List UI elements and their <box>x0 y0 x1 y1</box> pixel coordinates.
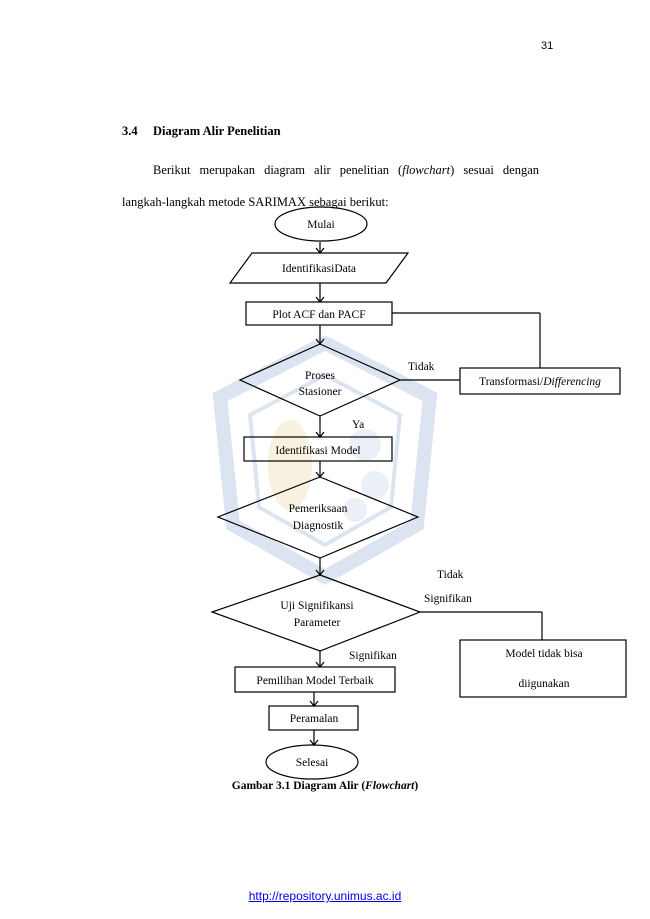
stationary-decision <box>238 343 402 417</box>
end-label: Selesai <box>296 757 329 769</box>
start-label: Mulai <box>307 219 334 231</box>
transform-process <box>459 367 621 395</box>
forecast-label: Peramalan <box>290 713 339 725</box>
identify-data-io <box>228 252 410 284</box>
model-unusable-label-2: diigunakan <box>518 678 569 690</box>
significance-label-1: Uji Signifikansi <box>280 600 353 612</box>
section-number: 3.4 <box>122 124 138 138</box>
identify-model-label: Identifikasi Model <box>275 445 360 457</box>
end-terminal <box>265 744 359 780</box>
significant-label: Signifikan <box>349 650 397 662</box>
identify-data-label: IdentifikasiData <box>282 263 356 275</box>
section-heading: 3.4 Diagram Alir Penelitian <box>122 124 281 139</box>
flowchart-term: flowchart <box>402 163 451 177</box>
best-model-label: Pemilihan Model Terbaik <box>256 675 373 687</box>
figure-caption: Gambar 3.1 Diagram Alir (Flowchart) <box>231 780 419 792</box>
diagnostic-label-1: Pemeriksaan <box>289 503 348 515</box>
paragraph-line-1: Berikut merupakan diagram alir penelitia… <box>153 163 539 177</box>
forecast-process <box>268 705 359 731</box>
diagnostic-label-2: Diagnostik <box>293 520 344 532</box>
repository-link[interactable]: http://repository.unimus.ac.id <box>248 889 402 903</box>
yes-label: Ya <box>352 419 364 431</box>
plot-process <box>245 301 393 326</box>
paragraph-line-2: langkah-langkah metode SARIMAX sebagai b… <box>122 195 389 209</box>
transform-label: Transformasi/Differencing <box>479 376 601 388</box>
significance-label-2: Parameter <box>294 617 341 629</box>
identify-model-process <box>243 436 393 462</box>
best-model-process <box>234 666 396 693</box>
model-unusable-process <box>459 639 627 698</box>
no-label: Tidak <box>408 361 435 373</box>
not-significant-label-2: Signifikan <box>424 593 472 605</box>
page-number: 31 <box>541 40 554 52</box>
diagnostic-decision <box>216 476 420 559</box>
plot-label: Plot ACF dan PACF <box>272 309 365 321</box>
section-title: Diagram Alir Penelitian <box>153 124 281 138</box>
not-significant-label-1: Tidak <box>437 569 464 581</box>
start-terminal <box>274 206 368 242</box>
stationary-label-1: Proses <box>305 370 336 382</box>
model-unusable-label-1: Model tidak bisa <box>505 648 582 660</box>
stationary-label-2: Stasioner <box>299 386 342 398</box>
significance-decision <box>210 574 422 652</box>
